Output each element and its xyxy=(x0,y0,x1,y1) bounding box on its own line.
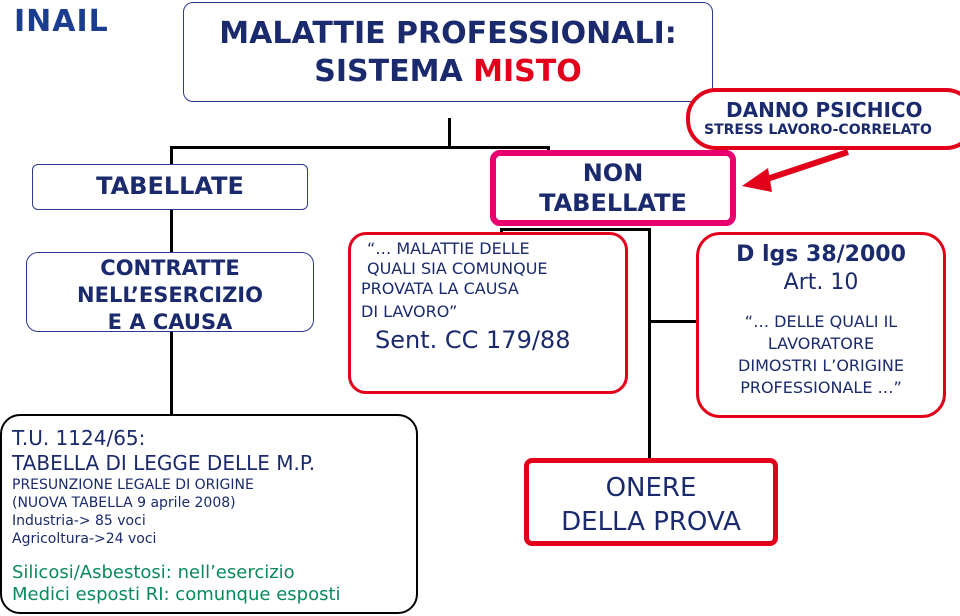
dlgs-q2: LAVORATORE xyxy=(767,334,875,353)
tu-box: T.U. 1124/65: TABELLA DI LEGGE DELLE M.P… xyxy=(0,414,418,614)
malattie-line4: DI LAVORO” xyxy=(361,302,458,321)
contratte-line1: CONTRATTE xyxy=(100,256,240,280)
connector-to-tabellate xyxy=(170,146,173,166)
danno-subtitle: STRESS LAVORO-CORRELATO xyxy=(704,122,932,138)
connector-contratte-tu xyxy=(170,332,173,414)
connector-title-down xyxy=(448,118,451,148)
non-tabellate-box: NON TABELLATE xyxy=(490,150,736,226)
tu-line7: Silicosi/Asbestosi: nell’esercizio xyxy=(12,562,295,583)
connector-non-tab-vertical xyxy=(648,228,651,460)
tu-line8: Medici esposti RI: comunque esposti xyxy=(12,584,341,605)
title-sistema: SISTEMA xyxy=(314,54,474,89)
malattie-line1: “… MALATTIE DELLE xyxy=(367,239,530,258)
onere-line2: DELLA PROVA xyxy=(561,507,741,537)
non-tabellate-line2: TABELLATE xyxy=(539,189,687,217)
tabellate-label: TABELLATE xyxy=(96,172,244,200)
connector-tabellate-contratte xyxy=(170,208,173,254)
title-line-2: SISTEMA MISTO xyxy=(184,53,712,91)
contratte-line3: E A CAUSA xyxy=(107,310,233,334)
contratte-box: CONTRATTE NELL’ESERCIZIO E A CAUSA xyxy=(26,252,314,334)
tabellate-box: TABELLATE xyxy=(32,164,308,210)
dlgs-line1: D lgs 38/2000 xyxy=(736,242,906,267)
tu-line2: TABELLA DI LEGGE DELLE M.P. xyxy=(12,451,316,475)
malattie-line3: PROVATA LA CAUSA xyxy=(361,279,519,298)
inail-logo: INAIL xyxy=(14,4,109,39)
dlgs-q1: “… DELLE QUALI IL xyxy=(744,312,898,331)
tu-line4: (NUOVA TABELLA 9 aprile 2008) xyxy=(12,495,236,511)
dlgs-q4: PROFESSIONALE …” xyxy=(740,378,902,397)
tu-line5: Industria-> 85 voci xyxy=(12,513,146,529)
connector-non-tab-branch xyxy=(500,228,650,231)
tu-line1: T.U. 1124/65: xyxy=(12,426,146,450)
onere-line1: ONERE xyxy=(605,473,697,503)
non-tabellate-line1: NON xyxy=(582,159,644,187)
title-line-1: MALATTIE PROFESSIONALI: xyxy=(219,16,677,51)
dlgs-line2: Art. 10 xyxy=(783,270,859,295)
tu-line6: Agricoltura->24 voci xyxy=(12,531,157,547)
connector-horizontal-top xyxy=(170,146,550,149)
title-misto: MISTO xyxy=(473,54,582,89)
malattie-quote-box: “… MALATTIE DELLE QUALI SIA COMUNQUE PRO… xyxy=(348,232,628,394)
connector-to-dlgs xyxy=(648,320,698,323)
dlgs-q3: DIMOSTRI L’ORIGINE xyxy=(738,356,904,375)
arrow-icon xyxy=(742,149,849,192)
danno-title: DANNO PSICHICO xyxy=(726,98,923,122)
contratte-line2: NELL’ESERCIZIO xyxy=(77,283,263,307)
danno-psichico-box: DANNO PSICHICO STRESS LAVORO-CORRELATO xyxy=(686,88,960,150)
tu-line3: PRESUNZIONE LEGALE DI ORIGINE xyxy=(12,477,254,493)
onere-box: ONERE DELLA PROVA xyxy=(524,458,778,546)
title-box: MALATTIE PROFESSIONALI: SISTEMA MISTO xyxy=(183,2,713,102)
malattie-sent: Sent. CC 179/88 xyxy=(375,326,571,354)
dlgs-box: D lgs 38/2000 Art. 10 “… DELLE QUALI IL … xyxy=(696,232,946,418)
malattie-line2: QUALI SIA COMUNQUE xyxy=(367,259,548,278)
